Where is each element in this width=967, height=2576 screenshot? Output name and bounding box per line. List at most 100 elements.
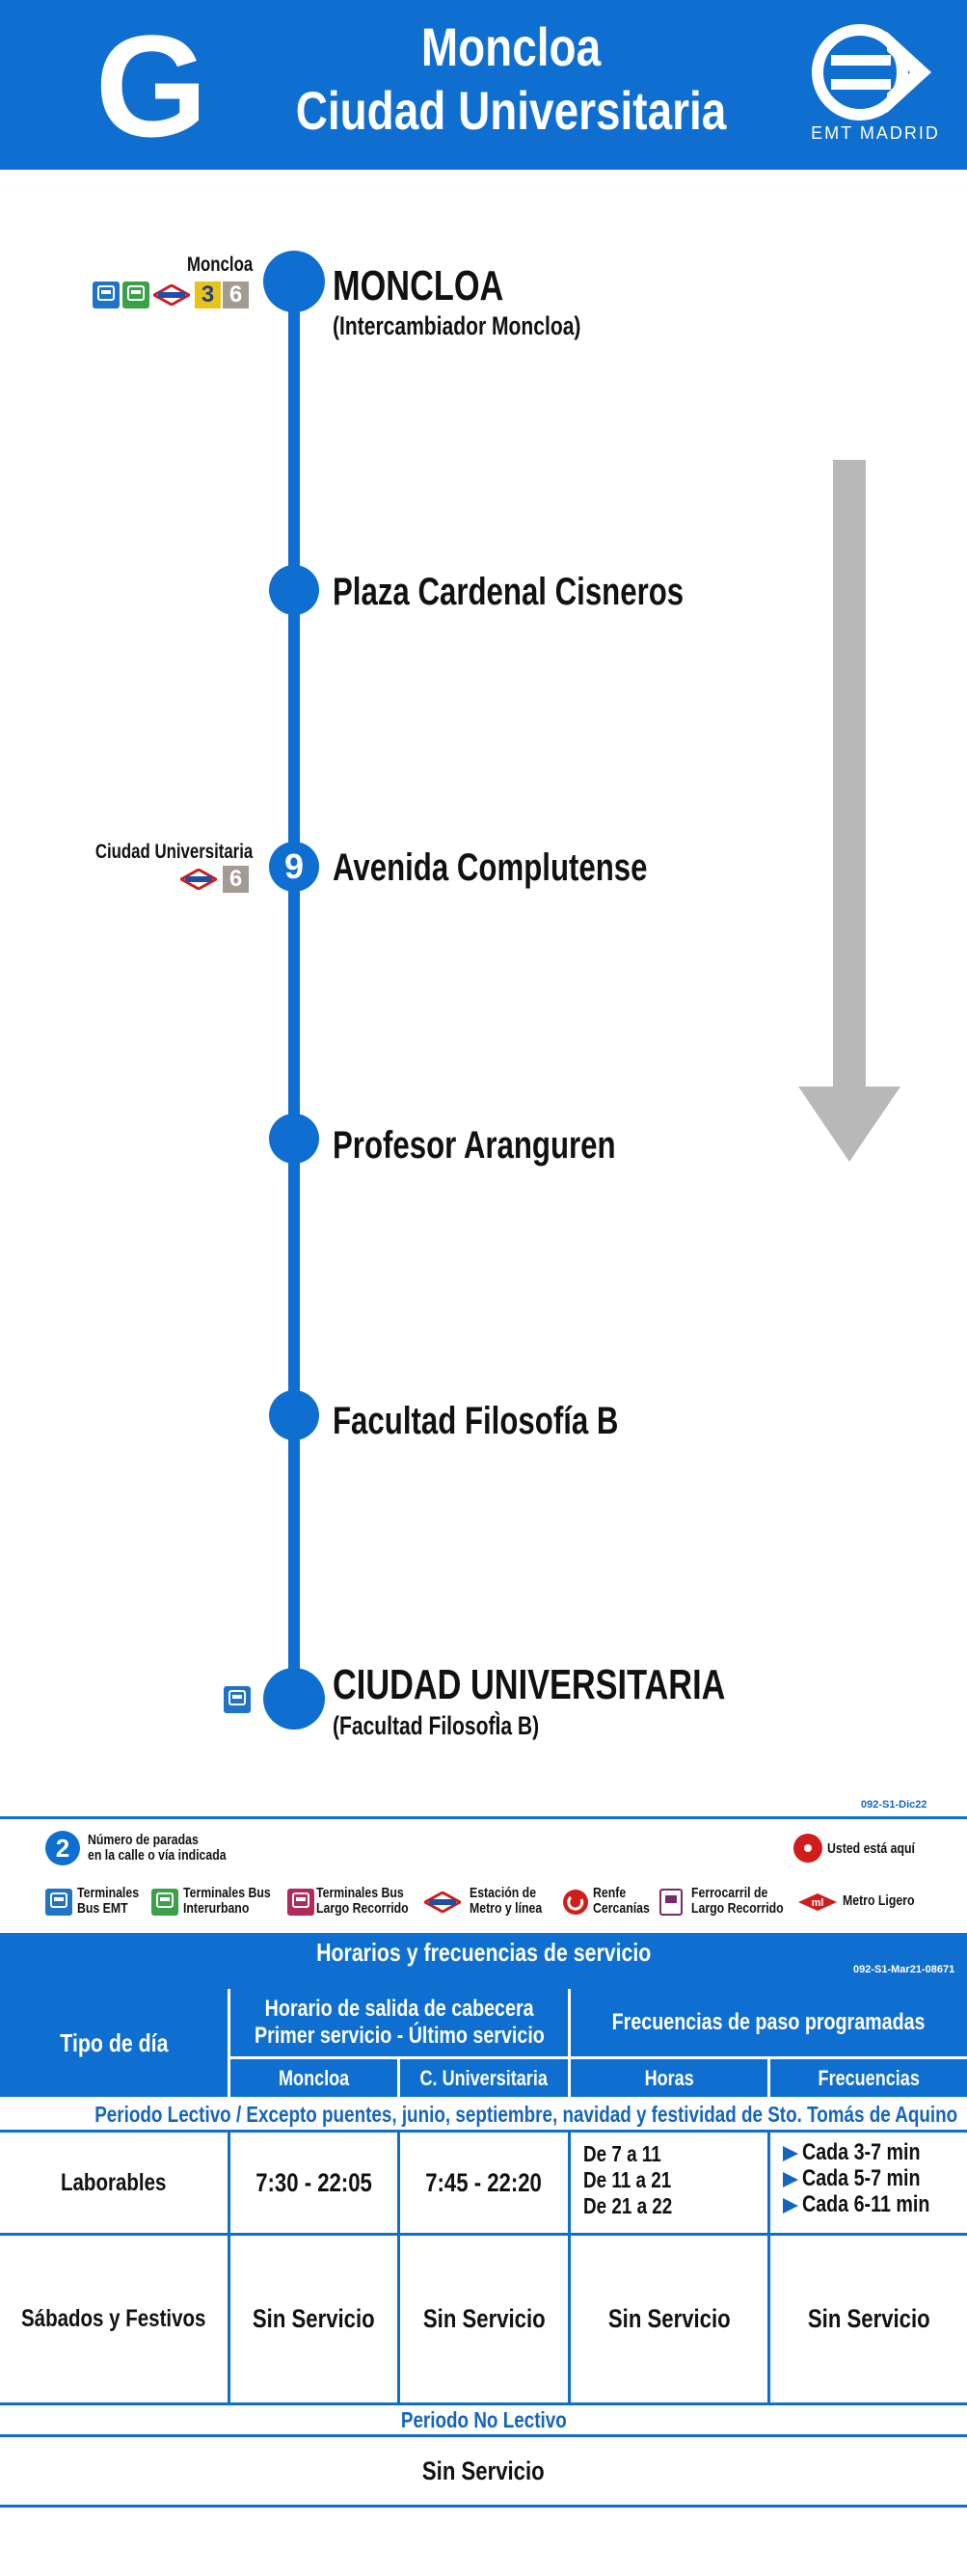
legend-text: Estación de xyxy=(470,1885,537,1901)
map-code: 092-S1-Dic22 xyxy=(861,1799,927,1811)
stop-name-moncloa: MONCLOA xyxy=(333,262,504,309)
stop-dot-with-count xyxy=(269,842,319,892)
table-code: 092-S1-Mar21-08671 xyxy=(853,1964,955,1975)
schedule-title: Horarios y frecuencias de servicio xyxy=(315,1937,652,1967)
frequency-item: Cada 6-11 min xyxy=(783,2192,957,2217)
bus-interurban-icon xyxy=(122,282,149,309)
header-separator xyxy=(568,1989,571,2097)
arrow-icon xyxy=(783,2171,798,2187)
divider xyxy=(0,1816,967,1819)
you-are-here-icon xyxy=(793,1834,822,1863)
metro-icon xyxy=(180,869,217,890)
subheader-frequencies: Frecuencias xyxy=(770,2059,967,2097)
table-cell-cu: 7:45 - 22:20 xyxy=(425,2167,543,2197)
header-separator xyxy=(228,1989,230,2097)
legend-text: en la calle o vía indicada xyxy=(88,1847,227,1864)
metro-line-badge: 3 xyxy=(195,282,221,309)
stop-dot xyxy=(269,1114,319,1164)
header-separator xyxy=(397,2059,400,2097)
direction-arrow-head-icon xyxy=(798,1087,900,1162)
legend-you-are-here: Usted está aquí xyxy=(827,1840,915,1857)
legend-text: Ferrocarril de xyxy=(691,1885,768,1901)
legend-text: Largo Recorrido xyxy=(691,1900,784,1917)
table-cell-moncloa: 7:30 - 22:05 xyxy=(255,2167,372,2197)
stop-dot-moncloa xyxy=(263,251,325,312)
legend-text: Terminales xyxy=(77,1885,140,1901)
line-letter: G xyxy=(94,5,208,167)
table-rule xyxy=(228,2130,230,2405)
bus-interurban-icon xyxy=(151,1889,178,1916)
stop-dot-terminus xyxy=(263,1668,325,1730)
column-header-day-type: Tipo de día xyxy=(0,1989,228,2097)
connection-label-moncloa: Moncloa xyxy=(186,254,253,276)
column-header-frequencies: Frecuencias de paso programadas xyxy=(571,1989,967,2056)
subheader-moncloa: Moncloa xyxy=(230,2059,397,2097)
legend-text: Cercanías xyxy=(593,1900,650,1917)
svg-text:ml: ml xyxy=(812,1897,824,1909)
table-rule xyxy=(0,2402,967,2405)
train-icon xyxy=(659,1889,683,1916)
legend-text: Renfe xyxy=(593,1885,627,1901)
schedule-title-bar xyxy=(0,1933,967,1989)
metro-line-badge: 6 xyxy=(223,282,249,309)
emt-logo-icon xyxy=(812,24,931,121)
table-cell-day: Laborables xyxy=(61,2168,167,2196)
stop-dot xyxy=(269,565,319,615)
table-cell-frequencies: Sin Servicio xyxy=(807,2304,930,2333)
table-rule xyxy=(568,2130,571,2405)
table-cell-hours: De 7 a 11 De 11 a 21 De 21 a 22 xyxy=(583,2141,673,2218)
subheader-hours: Horas xyxy=(571,2059,767,2097)
metro-line-badge: 6 xyxy=(223,866,249,893)
table-rule xyxy=(0,2233,967,2236)
stop-name: Profesor Aranguren xyxy=(333,1124,616,1167)
arrow-icon xyxy=(783,2145,798,2161)
legend-text: Largo Recorrido xyxy=(316,1900,409,1917)
metro-ligero-icon: ml xyxy=(798,1893,837,1911)
metro-icon xyxy=(153,284,190,306)
frequency-item: Cada 5-7 min xyxy=(783,2166,946,2191)
operator-name: EMT MADRID xyxy=(811,123,940,143)
route-title-destination: Ciudad Universitaria xyxy=(295,80,727,141)
header-separator xyxy=(767,2059,770,2097)
no-lectivo-value: Sin Servicio xyxy=(422,2455,545,2485)
table-cell-hours: Sin Servicio xyxy=(607,2304,731,2333)
bus-emt-icon xyxy=(93,282,120,309)
stop-name: Avenida Complutense xyxy=(333,846,648,889)
arrow-icon xyxy=(783,2197,798,2214)
stop-name-terminus: CIUDAD UNIVERSITARIA xyxy=(333,1661,726,1708)
legend-text: Terminales Bus xyxy=(183,1885,271,1901)
header-separator xyxy=(230,2056,967,2059)
stop-name: Facultad Filosofía B xyxy=(333,1400,619,1442)
legend-text: Terminales Bus xyxy=(316,1885,404,1901)
table-cell-cu: Sin Servicio xyxy=(422,2304,546,2333)
table-rule xyxy=(0,2505,967,2508)
renfe-icon xyxy=(563,1890,588,1915)
table-rule xyxy=(767,2130,770,2405)
header-bar: G Moncloa Ciudad Universitaria EMT MADRI… xyxy=(0,0,967,170)
route-title-origin: Moncloa xyxy=(420,16,602,77)
frequency-item: Cada 3-7 min xyxy=(783,2140,946,2165)
stop-sub-moncloa: (Intercambiador Moncloa) xyxy=(333,311,581,340)
stop-count-number: 9 xyxy=(283,846,305,886)
legend-text: Metro Ligero xyxy=(843,1892,915,1909)
bus-emt-icon xyxy=(45,1889,72,1916)
legend-text: Interurbano xyxy=(183,1900,250,1917)
metro-icon xyxy=(424,1892,461,1913)
legend-text: Número de paradas xyxy=(88,1832,199,1848)
stop-dot xyxy=(269,1390,319,1440)
column-header-departure: Horario de salida de cabecera Primer ser… xyxy=(230,1989,568,2056)
table-rule xyxy=(0,2434,967,2437)
legend-text: Bus EMT xyxy=(77,1900,128,1917)
legend-text: Metro y línea xyxy=(470,1900,543,1917)
connection-label-ciudad-universitaria: Ciudad Universitaria xyxy=(94,841,253,863)
stop-count-legend-icon: 2 xyxy=(45,1831,80,1865)
subheader-ciudad-universitaria: C. Universitaria xyxy=(400,2059,568,2097)
bus-emt-icon xyxy=(224,1686,251,1713)
period-lectivo-label: Periodo Lectivo / Excepto puentes, junio… xyxy=(94,2102,958,2127)
period-no-lectivo-label: Periodo No Lectivo xyxy=(400,2407,567,2432)
table-rule xyxy=(397,2130,400,2405)
route-line xyxy=(288,280,300,1702)
stop-sub-terminus: (Facultad FilosofÌa B) xyxy=(333,1711,540,1740)
direction-arrow-icon xyxy=(833,460,866,1087)
table-rule xyxy=(0,2130,967,2133)
